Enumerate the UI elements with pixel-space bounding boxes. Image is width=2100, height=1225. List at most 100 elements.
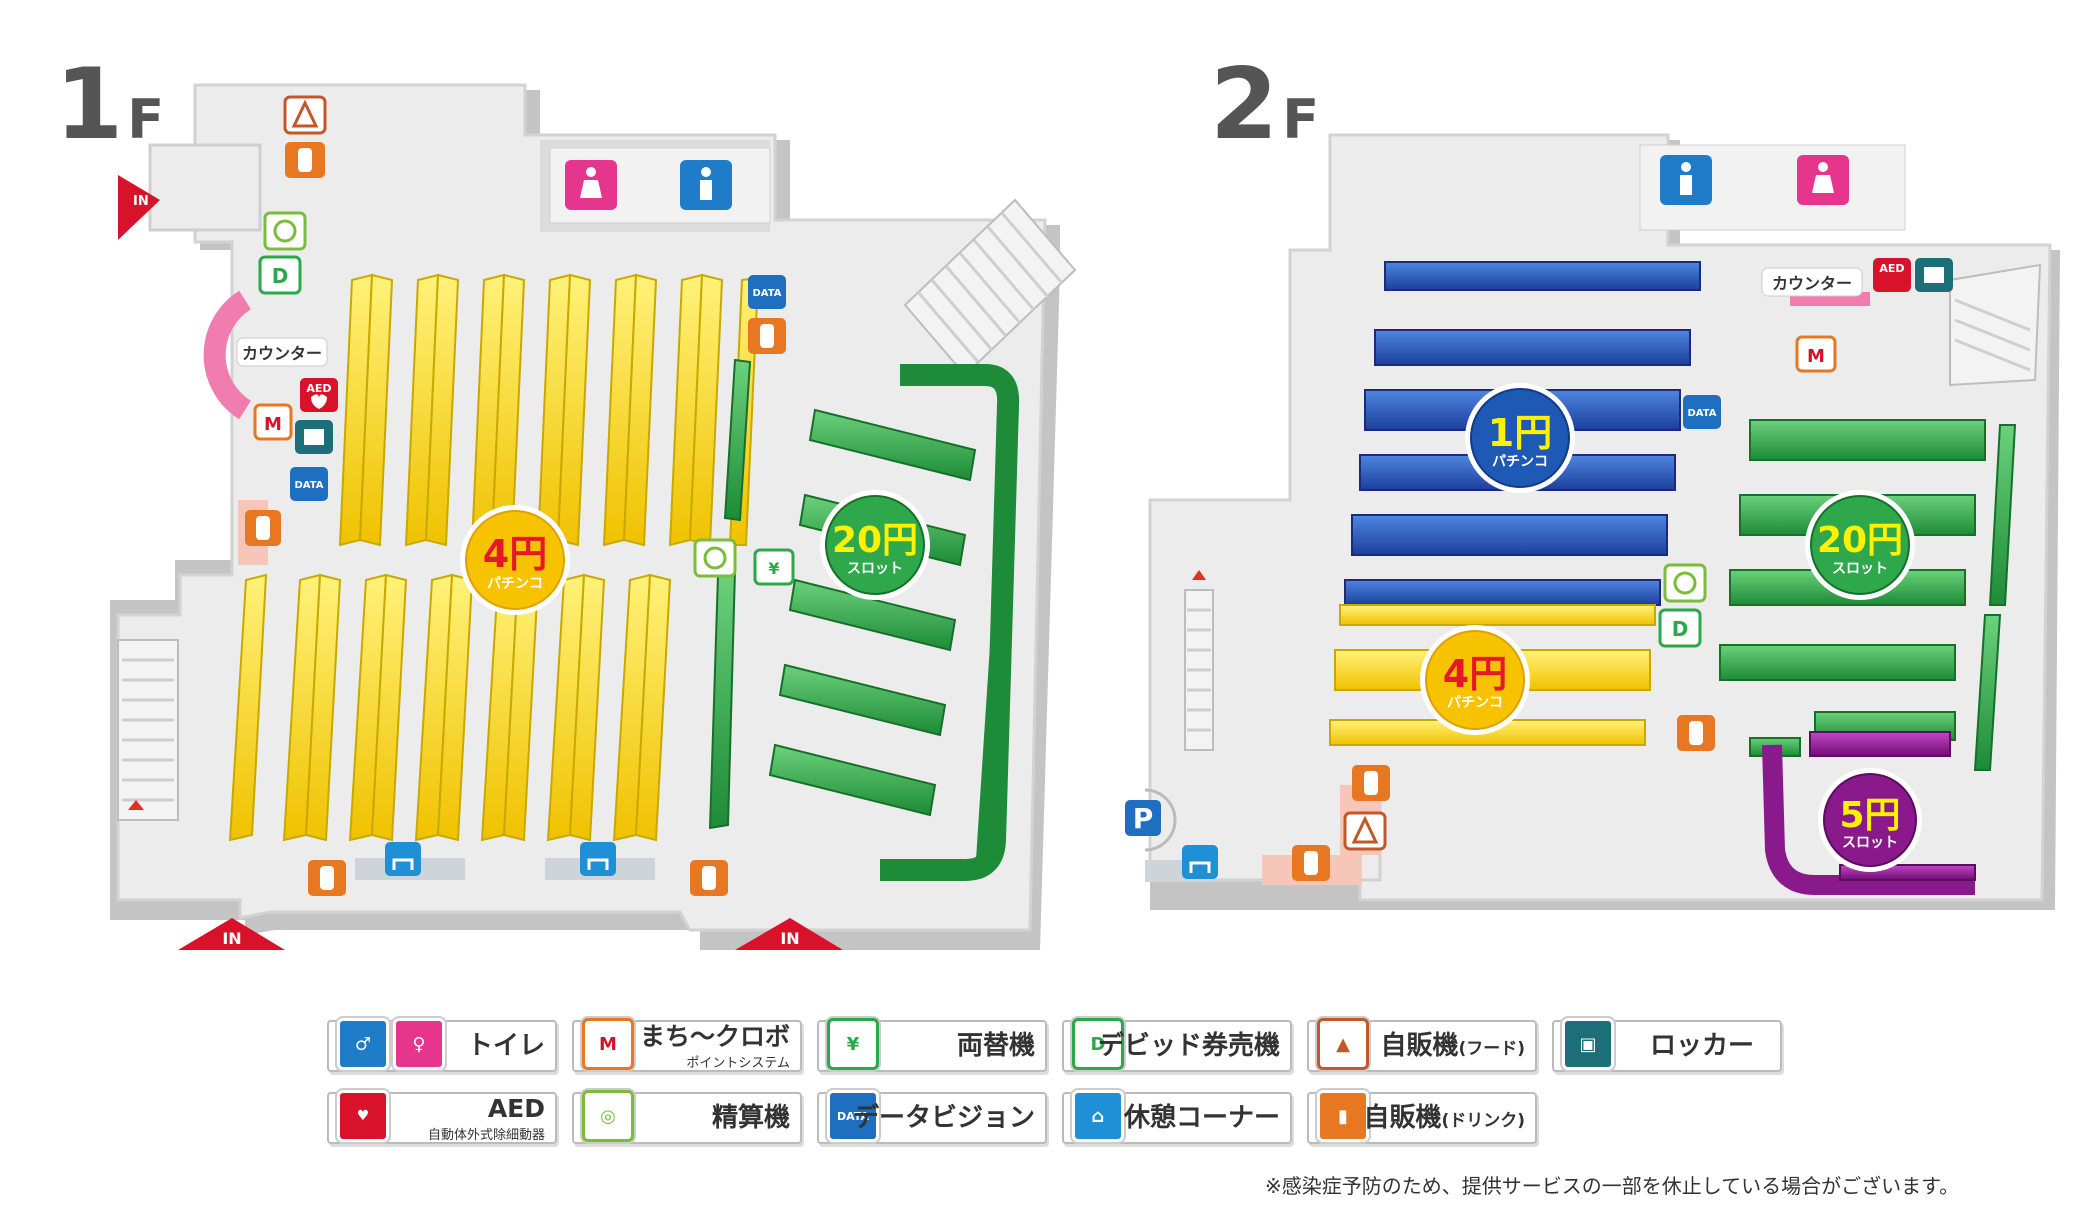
- legend-label: 休憩コーナー: [1123, 1103, 1280, 1133]
- legend-label: まち〜クロボ: [639, 1022, 790, 1051]
- counter-label-2f: カウンター: [1772, 274, 1852, 293]
- zone-kind-20yen-1f: スロット: [847, 561, 903, 577]
- svg-text:¥: ¥: [768, 559, 779, 578]
- settlement-icon: [1663, 563, 1707, 603]
- legend-label: ロッカー: [1649, 1031, 1754, 1061]
- locker-icon: [295, 420, 333, 454]
- pachinko-4-islands-top-1f: [338, 273, 760, 547]
- debit-ticket-icon: D: [258, 255, 302, 295]
- toilet-male-icon: [680, 160, 732, 210]
- legend-label: AED: [487, 1094, 545, 1123]
- entrance-label: IN: [780, 929, 799, 948]
- rest-corner-icon: ⌂: [1072, 1090, 1124, 1142]
- drink-vending-icon: [285, 142, 325, 178]
- toilet-male-icon: [1660, 155, 1712, 205]
- legend-item-food-vending: ▲ 自販機(フード): [1307, 1018, 1537, 1072]
- parking-label: P: [1133, 802, 1154, 835]
- svg-text:DATA: DATA: [752, 288, 781, 299]
- drink-vending-icon: [1292, 845, 1330, 881]
- svg-text:DATA: DATA: [1687, 408, 1716, 419]
- svg-text:D: D: [272, 264, 289, 288]
- legend-sublabel: 自動体外式除細動器: [427, 1128, 545, 1143]
- legend-item-machi-kurobo: M まち〜クロボ ポイントシステム: [572, 1018, 802, 1072]
- food-vending-icon: [283, 95, 327, 135]
- legend-item-aed: ♥ AED 自動体外式除細動器: [327, 1090, 557, 1144]
- drink-vending-icon: [690, 860, 728, 896]
- legend-label: 両替機: [956, 1031, 1035, 1061]
- zone-badge-4yen-1f: 4円 パチンコ: [460, 505, 570, 615]
- machi-kurobo-icon: M: [253, 403, 293, 441]
- zone-kind-4yen-1f: パチンコ: [487, 576, 543, 592]
- machi-kurobo-icon: M: [1795, 335, 1837, 373]
- legend-label: 精算機: [711, 1103, 790, 1133]
- legend-label: デビッド券売機: [1097, 1031, 1280, 1061]
- rest-corner-icon: [385, 842, 421, 876]
- floor-number: 1: [55, 48, 123, 162]
- legend-item-data-vision: DATA データビジョン: [817, 1090, 1047, 1144]
- drink-vending-icon: [1352, 765, 1390, 801]
- money-changer-icon: ¥: [827, 1018, 879, 1070]
- data-vision-icon: DATA: [827, 1090, 879, 1142]
- zone-value-20yen-1f: 20円: [832, 520, 918, 561]
- legend-label-small: (ドリンク): [1441, 1111, 1525, 1131]
- floor-2f: カウンター: [1125, 133, 2060, 910]
- legend-label-small: (フード): [1458, 1039, 1525, 1059]
- svg-text:DATA: DATA: [294, 480, 323, 491]
- toilet-male-icon: ♂: [337, 1018, 389, 1070]
- zone-value-20yen-2f: 20円: [1817, 520, 1903, 561]
- legend-item-rest-corner: ⌂ 休憩コーナー: [1062, 1090, 1292, 1144]
- zone-value-4yen-2f: 4円: [1443, 652, 1507, 696]
- legend-item-debit-ticket: D デビッド券売機: [1062, 1018, 1292, 1072]
- legend-item-locker: ▣ ロッカー: [1552, 1018, 1782, 1072]
- food-vending-icon: ▲: [1317, 1018, 1369, 1070]
- aed-icon: ♥: [337, 1090, 389, 1142]
- floor-unit: F: [127, 88, 165, 151]
- aed-icon: AED: [300, 378, 338, 412]
- legend-label: データビジョン: [852, 1103, 1035, 1133]
- legend-label-main: 自販機: [1380, 1031, 1459, 1061]
- locker-icon: [1915, 258, 1953, 292]
- zone-badge-20yen-2f: 20円 スロット: [1805, 490, 1915, 600]
- money-changer-icon: ¥: [753, 548, 795, 586]
- svg-text:AED: AED: [306, 382, 331, 395]
- svg-text:D: D: [1672, 617, 1689, 641]
- settlement-icon: ◎: [582, 1090, 634, 1142]
- data-vision-icon: DATA: [1683, 395, 1721, 429]
- counter-1f: [203, 290, 252, 420]
- zone-badge-1yen-2f: 1円 パチンコ: [1465, 383, 1575, 493]
- notice-text: ※感染症予防のため、提供サービスの一部を休止している場合がございます。: [1265, 1174, 1960, 1198]
- data-vision-icon: DATA: [748, 275, 786, 309]
- toilet-female-icon: [565, 160, 617, 210]
- debit-ticket-icon: D: [1658, 608, 1702, 648]
- machi-kurobo-icon: M: [582, 1018, 634, 1070]
- svg-text:M: M: [1807, 346, 1825, 367]
- legend-label: 自販機(ドリンク): [1363, 1098, 1525, 1141]
- zone-kind-5yen-2f: スロット: [1842, 835, 1898, 851]
- pachinko-1-islands-2f: [1344, 261, 1701, 606]
- rest-corner-icon: [580, 842, 616, 876]
- counter-label-1f: カウンター: [242, 344, 322, 363]
- map-icons: D AED M DATA DATA ¥ AED M DATA D: [245, 95, 1953, 896]
- stairs-1f: [903, 198, 1077, 377]
- drink-vending-icon: [308, 860, 346, 896]
- legend-sublabel: ポイントシステム: [686, 1056, 790, 1071]
- entrance-label: IN: [133, 194, 149, 209]
- legend-item-drink-vending: ▮ 自販機(ドリンク): [1307, 1090, 1537, 1144]
- zone-badge-20yen-1f: 20円 スロット: [820, 490, 930, 600]
- locker-icon: ▣: [1562, 1018, 1614, 1070]
- settlement-icon: [263, 211, 307, 251]
- toilet-female-icon: ♀: [393, 1018, 445, 1070]
- zone-value-4yen-1f: 4円: [483, 532, 547, 576]
- debit-ticket-icon: D: [1072, 1018, 1124, 1070]
- drink-vending-icon: [748, 318, 786, 354]
- zone-kind-4yen-2f: パチンコ: [1447, 695, 1503, 711]
- legend-label-main: 自販機: [1363, 1103, 1442, 1133]
- zone-value-5yen-2f: 5円: [1839, 795, 1900, 836]
- zone-badge-4yen-2f: 4円 パチンコ: [1420, 625, 1530, 735]
- stairs-1f-left: [117, 639, 179, 821]
- entrance-label: IN: [222, 929, 241, 948]
- zone-value-1yen-2f: 1円: [1488, 411, 1552, 455]
